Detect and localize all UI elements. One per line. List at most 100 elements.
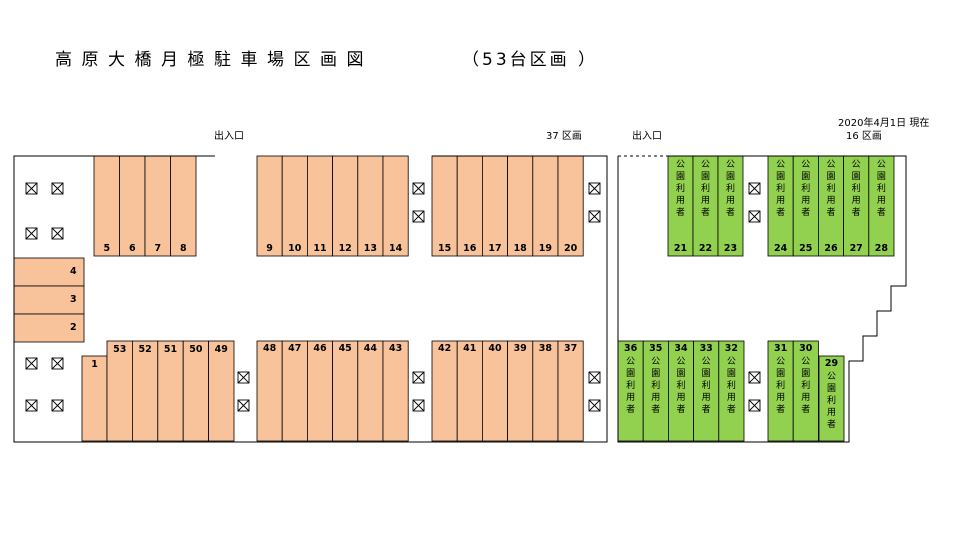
parking-space [157, 340, 184, 442]
parking-space [256, 340, 283, 442]
public-user-label: 公 園 利 用 者 [876, 160, 886, 218]
space-number: 53 [113, 344, 127, 355]
parking-space [507, 155, 534, 257]
x-box-icon [588, 399, 601, 412]
space-number: 36 [623, 343, 638, 354]
parking-space [256, 155, 283, 257]
x-box-icon [588, 371, 601, 384]
parking-space [507, 340, 534, 442]
public-user-label: 公 園 利 用 者 [826, 160, 836, 218]
x-box-icon [748, 210, 761, 223]
space-number: 44 [363, 343, 377, 354]
parking-space [792, 155, 819, 257]
space-number: 45 [338, 343, 352, 354]
public-user-label: 公 園 利 用 者 [776, 357, 786, 415]
page-title: 高原大橋月極駐車場区画図 [55, 50, 373, 70]
parking-space [281, 155, 308, 257]
parking-space [456, 155, 483, 257]
public-user-label: 公 園 利 用 者 [725, 160, 735, 218]
parking-space [119, 155, 146, 257]
parking-space [532, 340, 559, 442]
as-of-date: 2020年4月1日 現在 [838, 118, 930, 129]
public-user-label: 公 園 利 用 者 [675, 160, 685, 218]
space-number: 26 [824, 243, 838, 254]
public-user-label: 公 園 利 用 者 [676, 357, 686, 415]
x-box-icon [748, 371, 761, 384]
public-user-label: 公 園 利 用 者 [701, 357, 711, 415]
space-number: 31 [773, 343, 788, 354]
parking-space [693, 340, 720, 442]
space-number: 50 [189, 344, 203, 355]
space-number: 34 [674, 343, 688, 354]
parking-space [144, 155, 171, 257]
public-user-label: 公 園 利 用 者 [651, 357, 661, 415]
section-count-left: 37 区画 [546, 131, 582, 142]
parking-space [431, 340, 458, 442]
parking-space [717, 155, 744, 257]
space-number: 42 [437, 343, 452, 354]
space-number: 47 [288, 343, 302, 354]
parking-space [532, 155, 559, 257]
space-number: 20 [563, 243, 578, 254]
space-number: 2 [70, 322, 77, 333]
parking-space [106, 340, 133, 442]
space-number: 41 [463, 343, 477, 354]
space-number: 9 [266, 243, 273, 254]
x-box-icon [51, 357, 64, 370]
public-user-label: 公 園 利 用 者 [776, 160, 786, 218]
x-box-icon [588, 182, 601, 195]
parking-space [868, 155, 895, 257]
space-total: （53台区画 ） [462, 50, 599, 70]
public-user-label: 公 園 利 用 者 [851, 160, 861, 218]
parking-space [481, 155, 508, 257]
parking-space [170, 155, 197, 257]
parking-space [767, 340, 794, 442]
space-number: 27 [849, 243, 863, 254]
public-user-label: 公 園 利 用 者 [801, 160, 811, 218]
x-box-icon [25, 357, 38, 370]
space-number: 49 [214, 344, 228, 355]
space-number: 11 [313, 243, 327, 254]
x-box-icon [237, 371, 250, 384]
parking-space [306, 155, 333, 257]
x-box-icon [237, 399, 250, 412]
parking-space [557, 155, 584, 257]
space-number: 18 [513, 243, 527, 254]
parking-space [792, 340, 819, 442]
space-number: 24 [773, 243, 788, 254]
space-number: 43 [388, 343, 403, 354]
public-user-label: 公 園 利 用 者 [826, 372, 836, 430]
parking-space [281, 340, 308, 442]
space-number: 23 [723, 243, 738, 254]
parking-space [668, 340, 695, 442]
space-number: 29 [824, 358, 839, 369]
parking-space [131, 340, 159, 442]
space-number: 19 [538, 243, 552, 254]
space-number: 4 [70, 266, 77, 277]
parking-space [481, 340, 508, 442]
x-box-icon [412, 182, 425, 195]
space-number: 13 [363, 243, 377, 254]
space-number: 38 [538, 343, 552, 354]
x-box-icon [412, 399, 425, 412]
x-box-icon [51, 182, 64, 195]
public-user-label: 公 園 利 用 者 [626, 357, 636, 415]
x-box-icon [748, 399, 761, 412]
space-number: 33 [699, 343, 713, 354]
parking-space [208, 340, 235, 442]
space-number: 15 [437, 243, 452, 254]
entrance-label-left: 出入口 [214, 131, 244, 142]
space-number: 8 [179, 243, 187, 254]
space-number: 48 [262, 343, 277, 354]
space-number: 51 [163, 344, 178, 355]
parking-space [13, 257, 85, 287]
space-number: 1 [91, 359, 98, 370]
space-number: 28 [874, 243, 888, 254]
entrance-label-right: 出入口 [632, 131, 662, 142]
parking-space [818, 355, 845, 442]
space-number: 21 [673, 243, 688, 254]
space-number: 39 [513, 343, 527, 354]
public-user-label: 公 園 利 用 者 [726, 357, 736, 415]
x-box-icon [412, 371, 425, 384]
